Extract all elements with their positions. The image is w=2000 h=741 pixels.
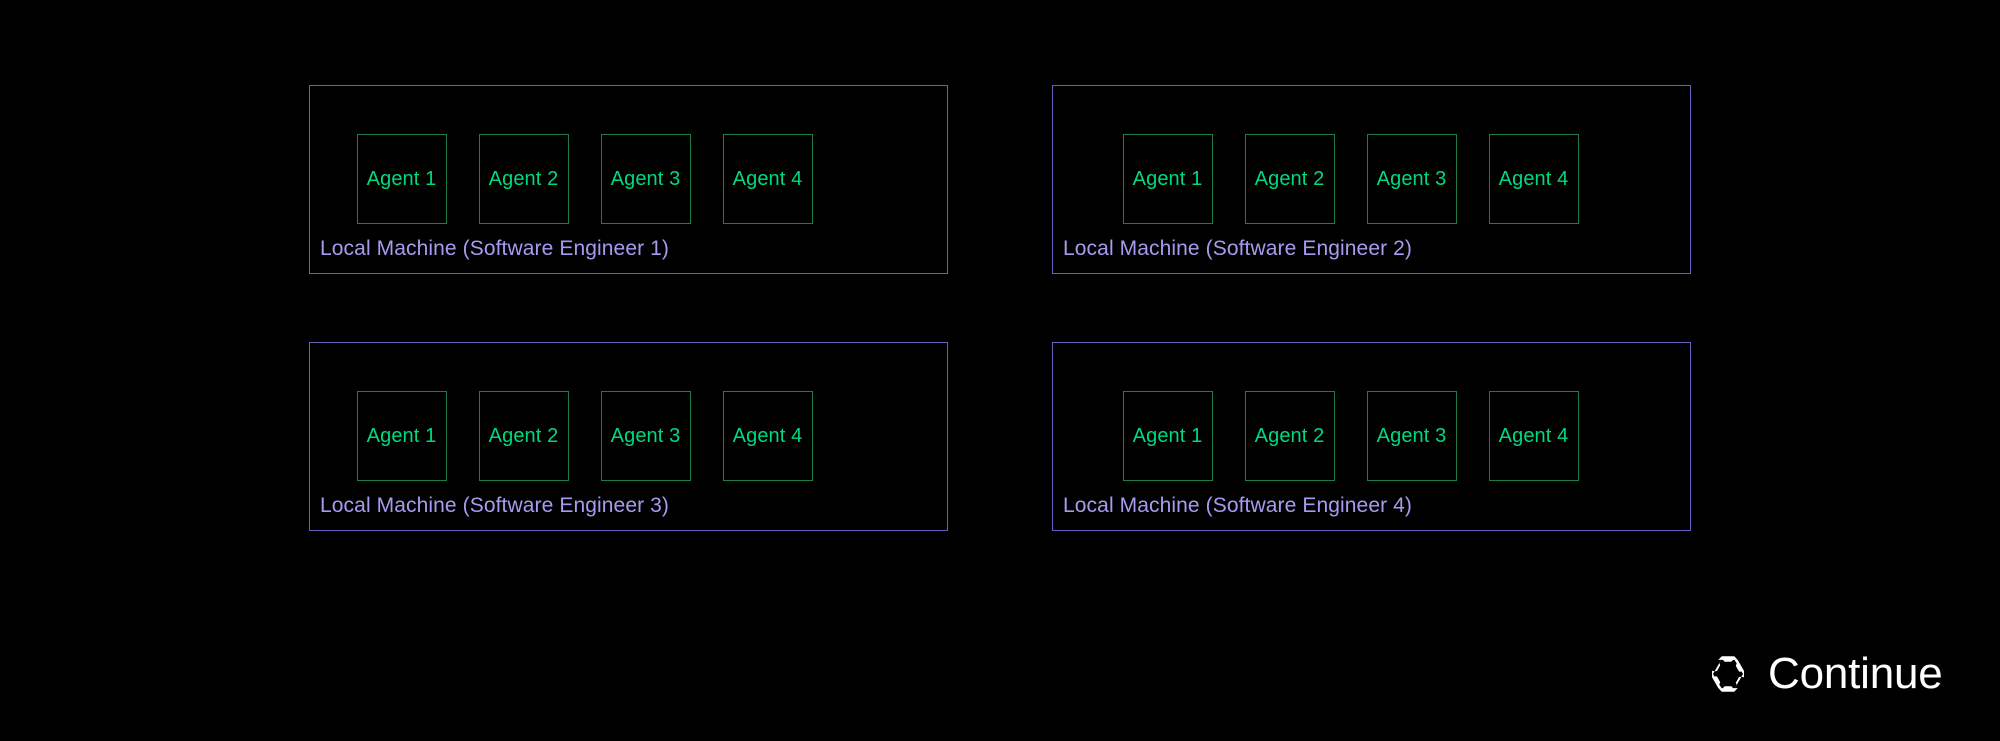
agent-box[interactable]: Agent 1 xyxy=(1122,134,1213,224)
agent-box[interactable]: Agent 2 xyxy=(478,391,569,481)
agent-box[interactable]: Agent 4 xyxy=(1488,391,1579,481)
agent-box[interactable]: Agent 2 xyxy=(1244,134,1335,224)
brand-wordmark: Continue xyxy=(1768,649,1943,698)
agent-box[interactable]: Agent 4 xyxy=(1488,134,1579,224)
agents-row: Agent 1 Agent 2 Agent 3 Agent 4 xyxy=(1053,86,1690,224)
agents-row: Agent 1 Agent 2 Agent 3 Agent 4 xyxy=(310,343,947,481)
brand-logo: Continue xyxy=(1706,652,1943,696)
agent-box[interactable]: Agent 2 xyxy=(1244,391,1335,481)
machine-panel-label: Local Machine (Software Engineer 2) xyxy=(1063,237,1413,260)
agent-box[interactable]: Agent 1 xyxy=(356,391,447,481)
machine-panel-2: Agent 1 Agent 2 Agent 3 Agent 4 Local Ma… xyxy=(1052,85,1691,274)
agent-box[interactable]: Agent 1 xyxy=(1122,391,1213,481)
machine-panel-label: Local Machine (Software Engineer 4) xyxy=(1063,494,1413,517)
machine-panel-4: Agent 1 Agent 2 Agent 3 Agent 4 Local Ma… xyxy=(1052,342,1691,531)
agent-box[interactable]: Agent 3 xyxy=(1366,134,1457,224)
agents-row: Agent 1 Agent 2 Agent 3 Agent 4 xyxy=(310,86,947,224)
agents-row: Agent 1 Agent 2 Agent 3 Agent 4 xyxy=(1053,343,1690,481)
agent-box[interactable]: Agent 3 xyxy=(1366,391,1457,481)
machine-panel-1: Agent 1 Agent 2 Agent 3 Agent 4 Local Ma… xyxy=(309,85,948,274)
agent-box[interactable]: Agent 3 xyxy=(600,391,691,481)
machine-panel-label: Local Machine (Software Engineer 1) xyxy=(320,237,670,260)
agent-box[interactable]: Agent 4 xyxy=(722,134,813,224)
agent-box[interactable]: Agent 2 xyxy=(478,134,569,224)
machine-panel-label: Local Machine (Software Engineer 3) xyxy=(320,494,670,517)
machine-panel-3: Agent 1 Agent 2 Agent 3 Agent 4 Local Ma… xyxy=(309,342,948,531)
continue-hexagon-icon xyxy=(1712,656,1744,692)
agent-box[interactable]: Agent 4 xyxy=(722,391,813,481)
agent-box[interactable]: Agent 3 xyxy=(600,134,691,224)
agent-box[interactable]: Agent 1 xyxy=(356,134,447,224)
